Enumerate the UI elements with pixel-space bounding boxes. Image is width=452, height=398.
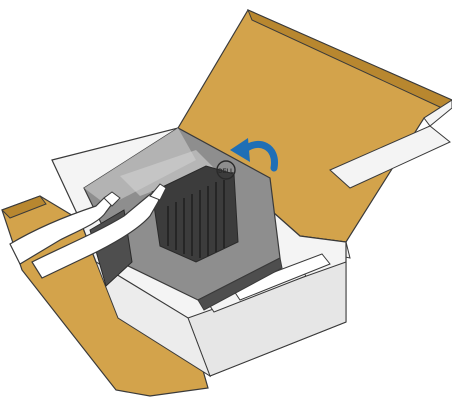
dell-logo-text: DELL (218, 169, 234, 175)
